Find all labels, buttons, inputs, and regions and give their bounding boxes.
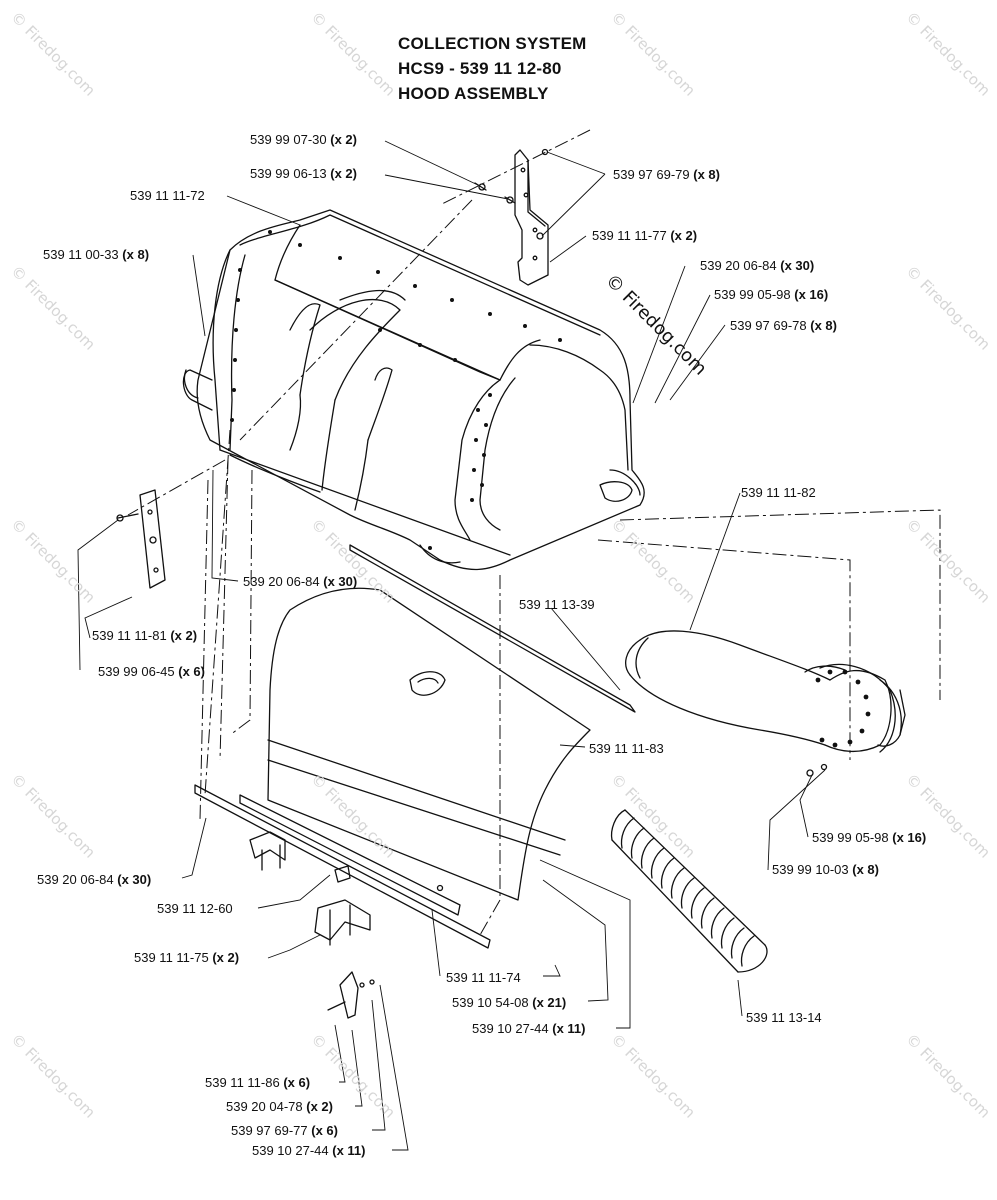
title-line-1: COLLECTION SYSTEM [398,34,587,53]
part-callout: 539 99 07-30 (x 2) [250,132,357,147]
discharge-elbow [625,630,906,753]
hinge-bar [194,784,491,949]
part-callout: 539 10 27-44 (x 11) [252,1143,366,1158]
part-callout: 539 10 27-44 (x 11) [472,1021,586,1036]
hood-body [182,209,645,571]
hinge-brackets [314,899,375,1019]
rear-strip [349,544,636,713]
part-callout: 539 11 11-83 [589,741,664,756]
part-callout: 539 99 06-13 (x 2) [250,166,357,181]
part-callout: 539 99 10-03 (x 8) [772,862,879,877]
title-line-3: HOOD ASSEMBLY [398,84,549,103]
part-callout: 539 20 06-84 (x 30) [700,258,815,273]
part-callout: 539 99 05-98 (x 16) [812,830,927,845]
part-callout: 539 97 69-77 (x 6) [231,1123,338,1138]
elbow-nut [806,769,814,777]
part-callout: 539 20 06-84 (x 30) [37,872,152,887]
part-callout: 539 20 06-84 (x 30) [243,574,358,589]
part-callout: 539 11 11-72 [130,188,205,203]
part-callout: 539 11 13-14 [746,1010,822,1025]
part-callout: 539 99 06-45 (x 6) [98,664,205,679]
left-plate [116,489,166,589]
part-callout: 539 99 05-98 (x 16) [714,287,829,302]
part-callout: 539 11 11-81 (x 2) [92,628,198,643]
part-callout: 539 11 11-86 (x 6) [205,1075,311,1090]
part-callout: 539 97 69-79 (x 8) [613,167,720,182]
part-callout: 539 11 11-74 [446,970,521,985]
part-callout: 539 20 04-78 (x 2) [226,1099,333,1114]
part-callout: 539 11 13-39 [519,597,595,612]
top-bracket [514,149,549,286]
part-callout: 539 11 12-60 [157,901,233,916]
flange-bolts [815,669,871,748]
part-callout: 539 11 11-82 [741,485,816,500]
part-callout: 539 10 54-08 (x 21) [452,995,567,1010]
hood-holes [230,230,562,550]
part-callout: 539 11 00-33 (x 8) [43,247,150,262]
part-callout: 539 97 69-78 (x 8) [730,318,837,333]
title-line-2: HCS9 - 539 11 12-80 [398,59,562,78]
deflector-panel [267,587,591,901]
part-callout: 539 11 11-77 (x 2) [592,228,698,243]
corrugated-hose [610,809,768,973]
part-callout: 539 11 11-75 (x 2) [134,950,240,965]
